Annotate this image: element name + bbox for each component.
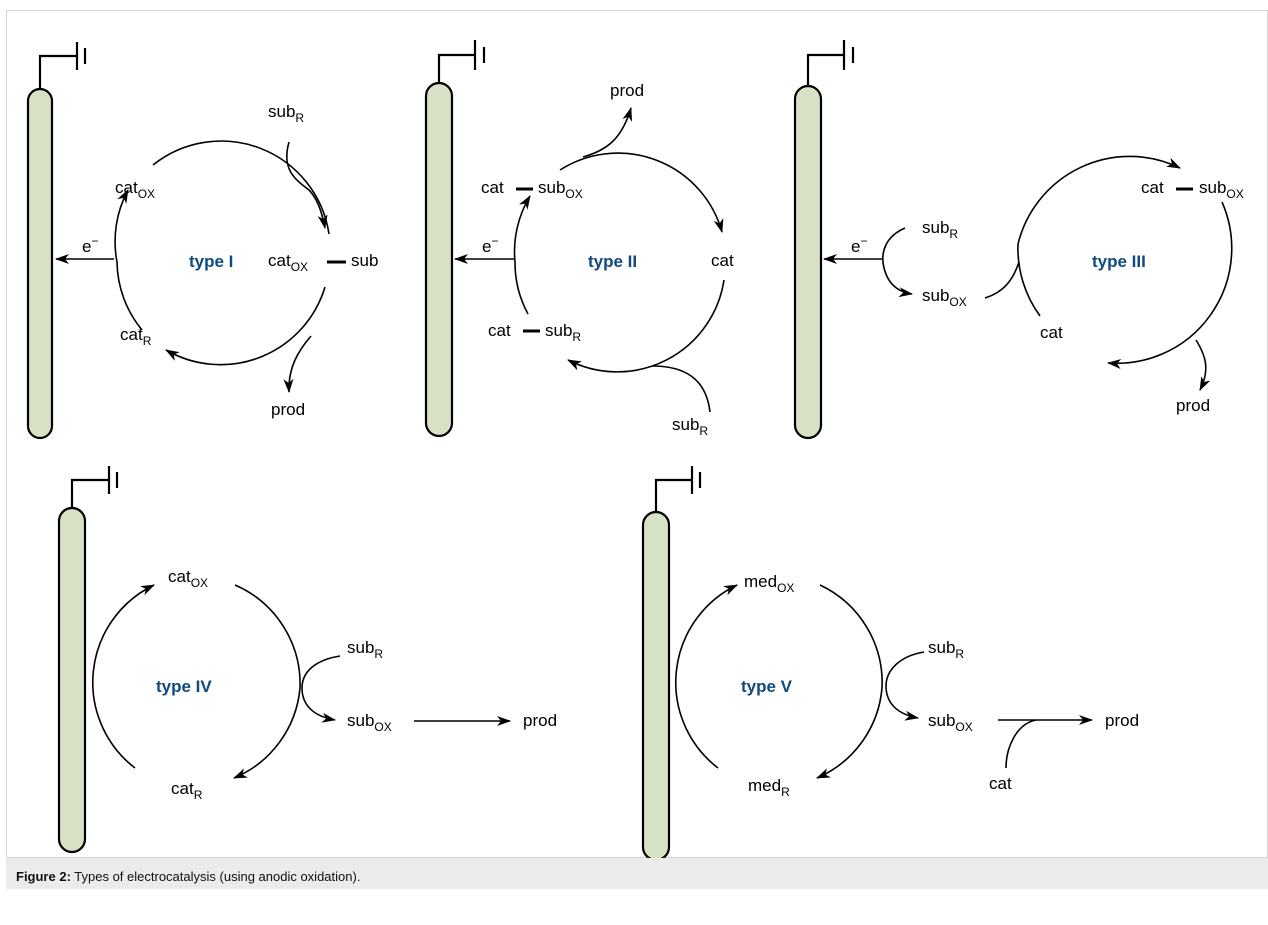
electron-label: e xyxy=(82,237,91,256)
med-reduced: medR xyxy=(748,776,790,799)
product: prod xyxy=(1105,711,1139,730)
sub-reduced: subR xyxy=(268,102,304,125)
panel-title: type II xyxy=(588,252,637,271)
caption-text: Types of electrocatalysis (using anodic … xyxy=(70,869,361,884)
sub-oxidized: subOX xyxy=(347,711,392,734)
product: prod xyxy=(271,400,305,419)
svg-text:e−: e− xyxy=(851,234,867,256)
ground-symbol xyxy=(806,40,855,86)
ground-symbol xyxy=(437,40,486,83)
cat-label: cat xyxy=(989,774,1012,793)
electron-arrow: e− xyxy=(55,234,114,264)
electron-label: e xyxy=(482,237,491,256)
sub-reduced: subR xyxy=(672,415,708,438)
catalytic-cycle xyxy=(114,140,330,393)
figure-caption: Figure 2: Types of electrocatalysis (usi… xyxy=(6,858,1268,889)
cat-reduced: catR xyxy=(171,779,203,802)
catalytic-cycle xyxy=(513,107,725,413)
cat-label: cat xyxy=(711,251,734,270)
cat-sub-ox-complex-cat: cat xyxy=(1141,178,1164,197)
ground-symbol xyxy=(70,466,119,508)
electron-arrow: e− xyxy=(454,234,514,264)
cat-label: cat xyxy=(1040,323,1063,342)
panel-type-4: catOX subR type IV subOX prod catR xyxy=(57,466,557,854)
sub-reduced: subR xyxy=(922,218,958,241)
cat-reduced: catR xyxy=(120,325,152,348)
svg-text:e−: e− xyxy=(482,234,498,256)
product: prod xyxy=(610,81,644,100)
sub-reduced: subR xyxy=(928,638,964,661)
ground-symbol xyxy=(654,466,702,512)
electrode xyxy=(424,81,454,438)
caption-label: Figure 2: xyxy=(16,869,71,884)
figure-frame xyxy=(6,10,1268,858)
cat-sub-ox-complex-sub: subOX xyxy=(538,178,583,201)
catalytic-cycle xyxy=(675,584,1093,779)
cat-sub-r-complex-sub: subR xyxy=(545,321,581,344)
med-oxidized: medOX xyxy=(744,572,794,595)
cat-oxidized: catOX xyxy=(115,178,155,201)
sub-oxidized: subOX xyxy=(922,286,967,309)
cat-oxidized: catOX xyxy=(168,567,208,590)
electron-label: e xyxy=(851,237,860,256)
panel-type-1: e− subR catOX type I catOX sub catR prod xyxy=(26,42,378,440)
electron-arrow: e− xyxy=(823,234,883,264)
panel-title: type III xyxy=(1092,252,1146,271)
sub-reduced: subR xyxy=(347,638,383,661)
cat-sub-ox-complex-sub: subOX xyxy=(1199,178,1244,201)
panel-type-2: e− prod cat subOX type II cat cat subR s… xyxy=(424,40,734,438)
catalytic-cycle xyxy=(92,584,511,779)
panel-title: type IV xyxy=(156,677,212,696)
electrocatalysis-diagram: e− subR catOX type I catOX sub catR prod… xyxy=(26,40,1244,860)
panel-title: type I xyxy=(189,252,233,271)
ground-symbol xyxy=(38,42,87,89)
electrode xyxy=(57,506,87,854)
product: prod xyxy=(1176,396,1210,415)
substrate-oxidation xyxy=(882,227,913,298)
svg-text:e−: e− xyxy=(82,234,98,256)
cat-ox-sub-complex: catOX xyxy=(268,251,308,274)
cat-sub-r-complex-cat: cat xyxy=(488,321,511,340)
panel-title: type V xyxy=(741,677,793,696)
electrode xyxy=(793,84,823,440)
sub-oxidized: subOX xyxy=(928,711,973,734)
cat-sub-ox-complex-cat: cat xyxy=(481,178,504,197)
electrode xyxy=(641,510,671,860)
product: prod xyxy=(523,711,557,730)
catalytic-cycle xyxy=(984,155,1233,391)
panel-type-5: medOX subR type V subOX prod medR cat xyxy=(641,466,1139,860)
panel-type-3: e− cat subOX subR type III subOX cat pro… xyxy=(793,40,1244,440)
sub-label: sub xyxy=(351,251,378,270)
electrode xyxy=(26,87,54,440)
